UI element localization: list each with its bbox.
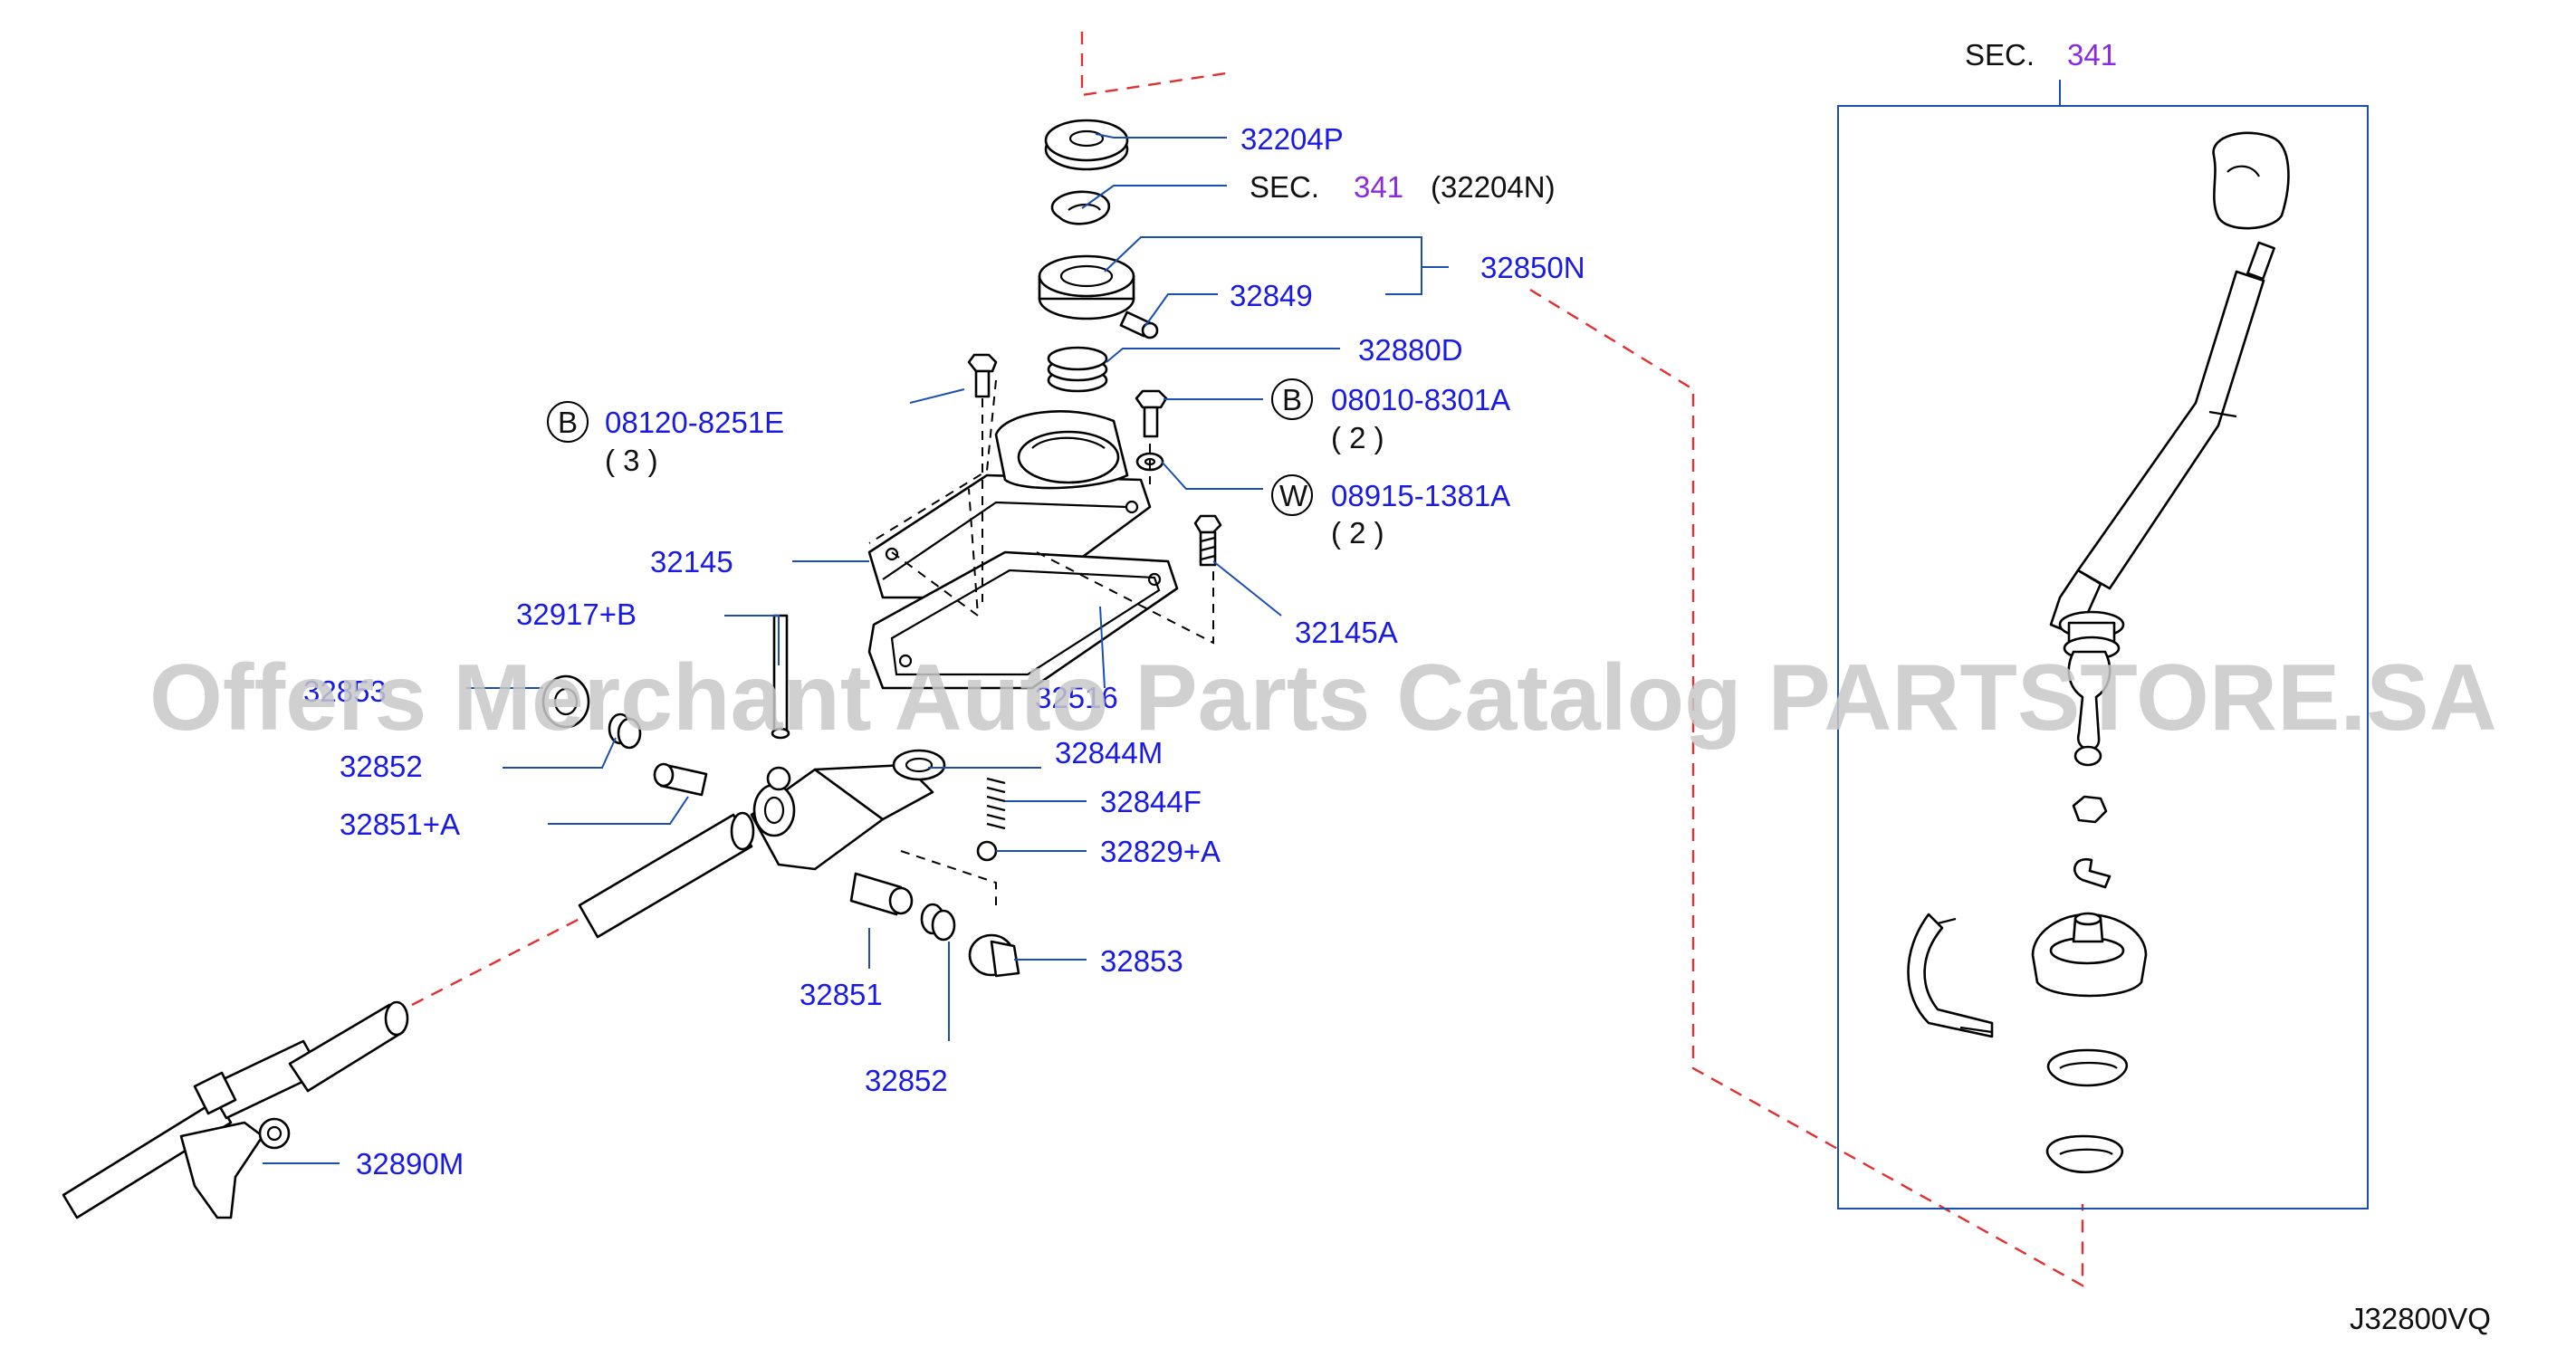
label-32849[interactable]: 32849 bbox=[1230, 279, 1313, 312]
bolt-32917B bbox=[771, 614, 790, 740]
circle-b1-letter: B bbox=[558, 406, 578, 439]
label-32850N[interactable]: 32850N bbox=[1480, 251, 1585, 284]
plug-32853-right bbox=[968, 933, 1020, 978]
label-08915-1381A[interactable]: 08915-1381A bbox=[1331, 479, 1510, 512]
label-qty-2b: ( 2 ) bbox=[1331, 516, 1384, 550]
label-sec-prefix-2: SEC. bbox=[1250, 170, 1319, 204]
gasket-32516 bbox=[867, 550, 1179, 690]
circle-b2-letter: B bbox=[1282, 383, 1302, 416]
bushing-32204P bbox=[1044, 119, 1129, 171]
guide-dashes-4 bbox=[1036, 551, 1214, 645]
section-box-sec-number[interactable]: 341 bbox=[2067, 38, 2117, 72]
bushing-32850N bbox=[1038, 254, 1135, 320]
plug-32853-left bbox=[541, 674, 590, 729]
label-32852-bottom[interactable]: 32852 bbox=[865, 1064, 948, 1097]
bolt-08010-8301A bbox=[1135, 389, 1168, 438]
label-32516[interactable]: 32516 bbox=[1035, 681, 1118, 714]
label-32844M[interactable]: 32844M bbox=[1055, 736, 1163, 770]
watermark: Offers Merchant Auto Parts Catalog PARTS… bbox=[149, 645, 2497, 750]
label-32204P[interactable]: 32204P bbox=[1240, 122, 1344, 156]
ref-line-top bbox=[1080, 32, 1232, 97]
circle-w-icon bbox=[1271, 474, 1313, 516]
ref-line-right bbox=[1529, 288, 2084, 1288]
housing-cover-32145 bbox=[867, 410, 1152, 605]
bushing-32852-left bbox=[608, 712, 642, 750]
label-32852-left[interactable]: 32852 bbox=[340, 750, 423, 783]
bushing-32851 bbox=[849, 872, 914, 916]
ring-32204N bbox=[1050, 190, 1110, 225]
label-qty-2a: ( 2 ) bbox=[1331, 421, 1384, 454]
spring-32844F bbox=[986, 777, 1006, 830]
label-32851A[interactable]: 32851+A bbox=[340, 808, 460, 841]
shift-lever-assembly bbox=[1907, 131, 2290, 1173]
label-32890M[interactable]: 32890M bbox=[356, 1147, 464, 1181]
diagram-code: J32800VQ bbox=[2350, 1302, 2491, 1335]
shift-rod-32890M bbox=[62, 1000, 409, 1219]
label-32853-right[interactable]: 32853 bbox=[1100, 944, 1183, 978]
label-32853-left[interactable]: 32853 bbox=[303, 674, 387, 708]
bushing-32852-bottom bbox=[920, 903, 956, 942]
section-box bbox=[1837, 105, 2369, 1209]
label-32880D[interactable]: 32880D bbox=[1358, 333, 1463, 367]
label-sec-number-2[interactable]: 341 bbox=[1354, 170, 1403, 204]
label-32145A[interactable]: 32145A bbox=[1295, 616, 1398, 649]
spring-32880D bbox=[1047, 346, 1108, 393]
ref-line-shaft bbox=[411, 917, 580, 1007]
guide-dashes-5 bbox=[891, 488, 980, 618]
label-32829A[interactable]: 32829+A bbox=[1100, 835, 1221, 868]
bolt-32145A bbox=[1193, 514, 1222, 567]
label-32917B[interactable]: 32917+B bbox=[516, 598, 637, 631]
bolt-08120-8251E bbox=[967, 353, 998, 398]
label-qty-3: ( 3 ) bbox=[605, 444, 658, 477]
circle-w-letter: W bbox=[1279, 479, 1308, 512]
ball-32829A bbox=[976, 840, 998, 862]
pin-32849 bbox=[1119, 311, 1159, 339]
rod-32851A bbox=[578, 811, 755, 939]
label-32851[interactable]: 32851 bbox=[800, 978, 883, 1011]
label-08120-8251E[interactable]: 08120-8251E bbox=[605, 406, 784, 439]
leader-lines bbox=[263, 133, 1449, 1164]
label-32145[interactable]: 32145 bbox=[650, 545, 733, 578]
striking-rod-32844M bbox=[750, 749, 946, 871]
guide-dashes-6 bbox=[900, 850, 997, 905]
section-box-sec-prefix: SEC. bbox=[1965, 38, 2035, 72]
label-32204N: (32204N) bbox=[1431, 170, 1556, 204]
label-32844F[interactable]: 32844F bbox=[1100, 785, 1202, 818]
bushing-32851A bbox=[653, 762, 708, 797]
circle-b2-icon bbox=[1271, 378, 1313, 420]
label-08010-8301A[interactable]: 08010-8301A bbox=[1331, 383, 1510, 416]
guide-dashes-2 bbox=[868, 379, 997, 544]
circle-b1-icon bbox=[547, 401, 589, 443]
